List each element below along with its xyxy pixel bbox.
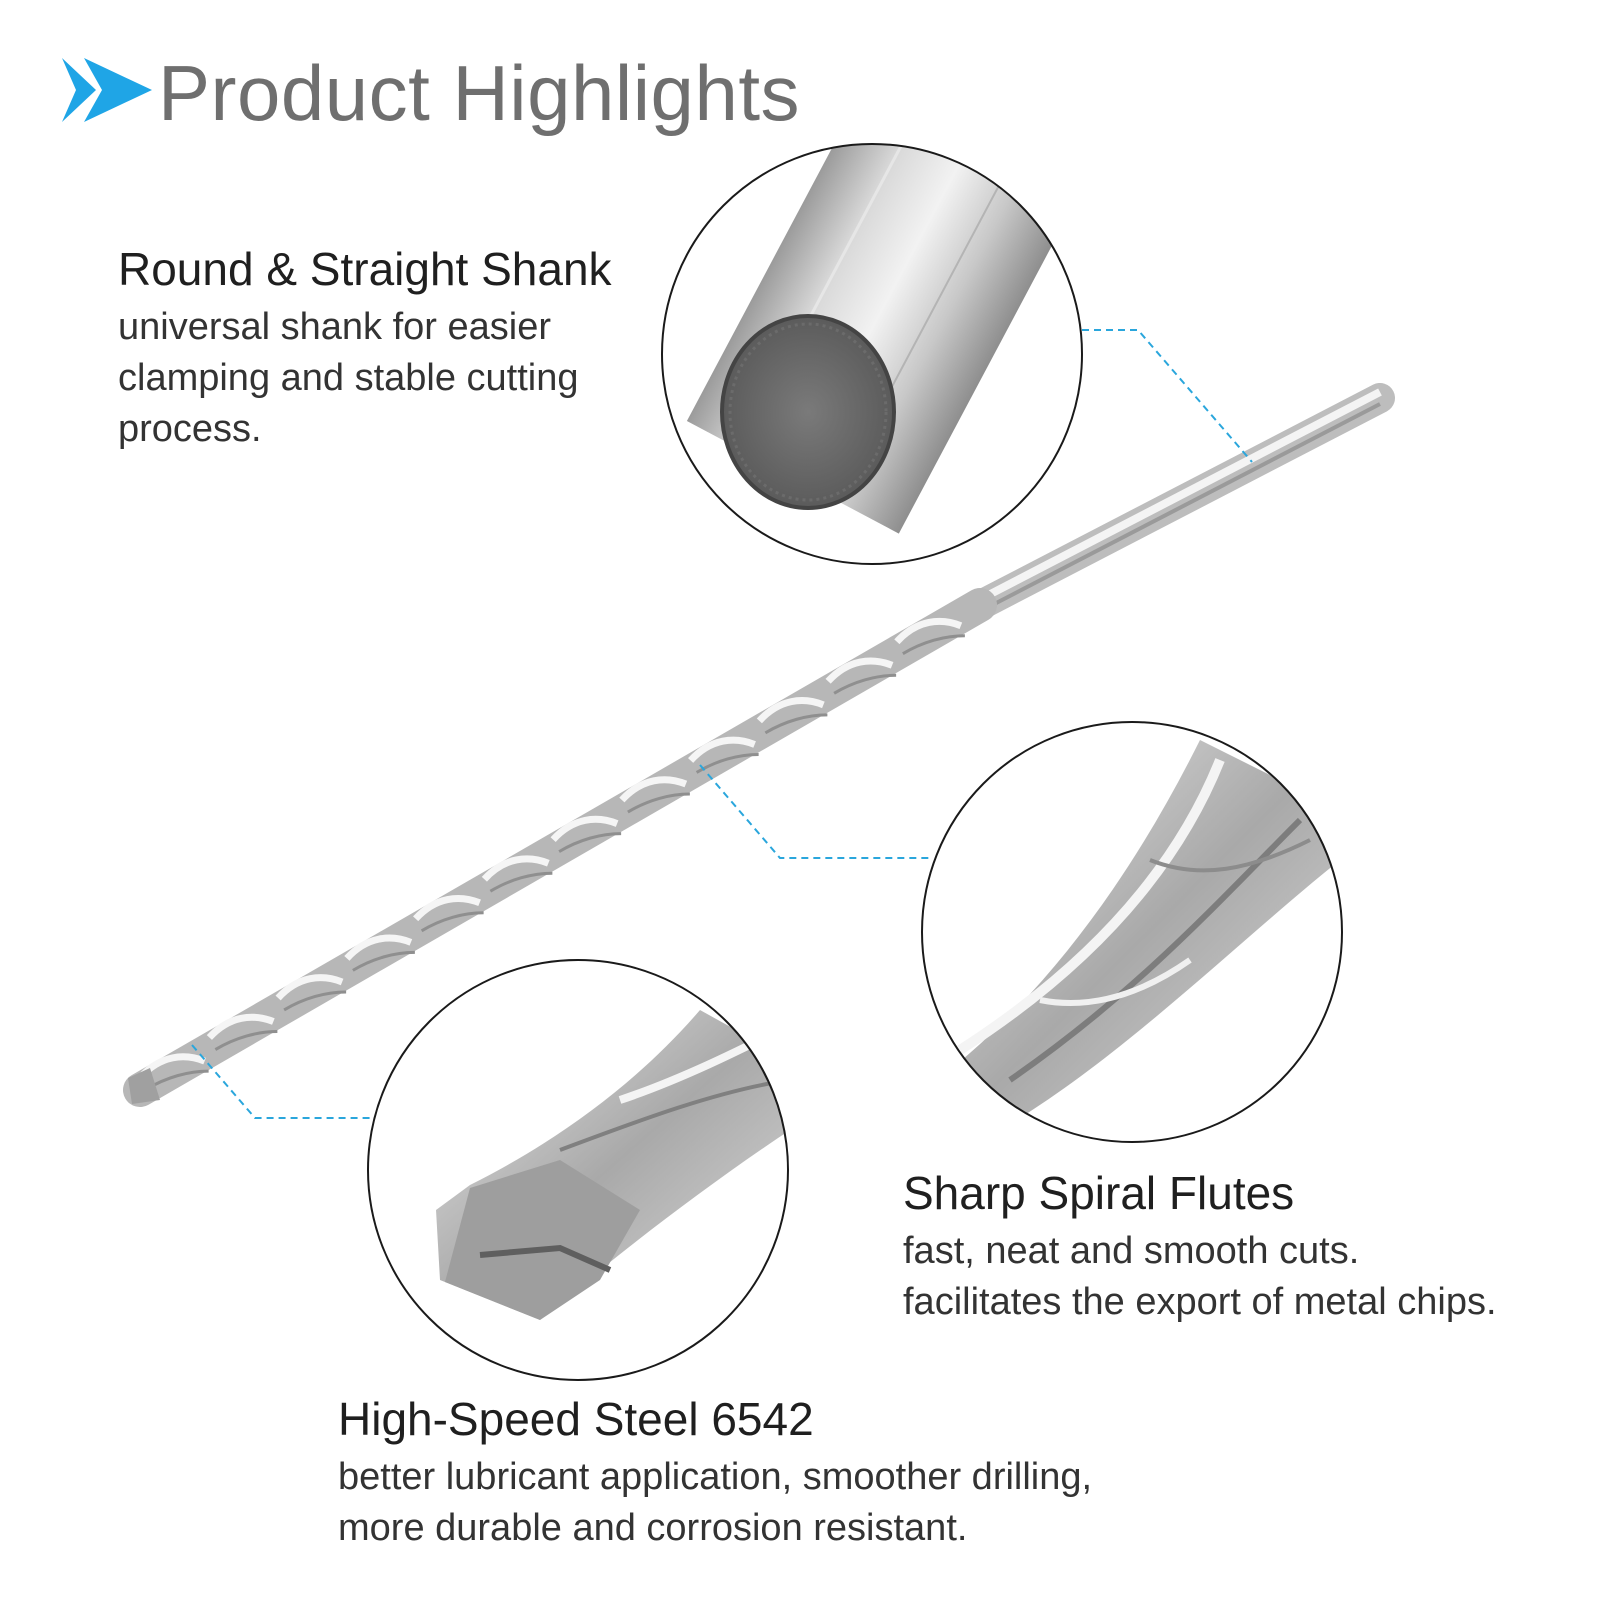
flute-highlight: [756, 697, 825, 724]
flute-shadow: [489, 871, 553, 893]
flute-shadow: [695, 752, 759, 774]
flute-shadow: [283, 990, 347, 1012]
feature-desc-line: universal shank for easier: [118, 306, 551, 348]
leader-lines: [191, 329, 1253, 1119]
flute-shadow: [764, 713, 828, 735]
zoom-circle-shank: [661, 143, 1083, 565]
feature-shank: Round & Straight Shank universal shank f…: [118, 242, 612, 455]
feature-desc-line: clamping and stable cutting: [118, 357, 579, 399]
flute-highlight: [413, 895, 481, 922]
page-title: Product Highlights: [158, 49, 800, 137]
leader-line-shank: [1082, 329, 1253, 463]
feature-flutes: Sharp Spiral Flutes fast, neat and smoot…: [903, 1166, 1497, 1328]
leader-line-tip: [191, 1044, 370, 1119]
flute-highlight: [275, 974, 344, 1001]
feature-desc-line: better lubricant application, smoother d…: [338, 1456, 1093, 1498]
feature-title: Sharp Spiral Flutes: [903, 1167, 1295, 1219]
double-chevron-right-icon: [62, 58, 152, 122]
feature-title: High-Speed Steel 6542: [338, 1393, 814, 1445]
flute-highlight: [206, 1013, 275, 1040]
feature-title: Round & Straight Shank: [118, 243, 612, 295]
drill-bit: [123, 383, 1395, 1107]
feature-desc-line: facilitates the export of metal chips.: [903, 1281, 1497, 1323]
feature-desc-line: process.: [118, 408, 262, 450]
zoom-circle-tip: [367, 959, 789, 1381]
flute-highlight: [344, 934, 413, 961]
flute-shadow: [902, 634, 965, 655]
feature-desc-line: more durable and corrosion resistant.: [338, 1507, 968, 1549]
flute-shadow: [833, 673, 897, 695]
feature-steel: High-Speed Steel 6542 better lubricant a…: [338, 1392, 1092, 1554]
flute-shadow: [627, 792, 690, 814]
flute-shadow: [420, 911, 484, 933]
flute-highlight: [688, 736, 756, 763]
leader-line-flutes: [699, 764, 932, 859]
flute-highlight: [481, 855, 550, 882]
flute-highlight: [825, 657, 894, 684]
flute-shadow: [352, 950, 415, 972]
zoom-circle-flutes: [921, 721, 1343, 1143]
flute-highlight: [550, 815, 619, 843]
flute-highlight: [894, 617, 963, 645]
flute-highlight: [619, 776, 688, 803]
feature-desc-line: fast, neat and smooth cuts.: [903, 1230, 1360, 1272]
flute-shadow: [214, 1030, 278, 1051]
flute-shadow: [558, 832, 622, 853]
